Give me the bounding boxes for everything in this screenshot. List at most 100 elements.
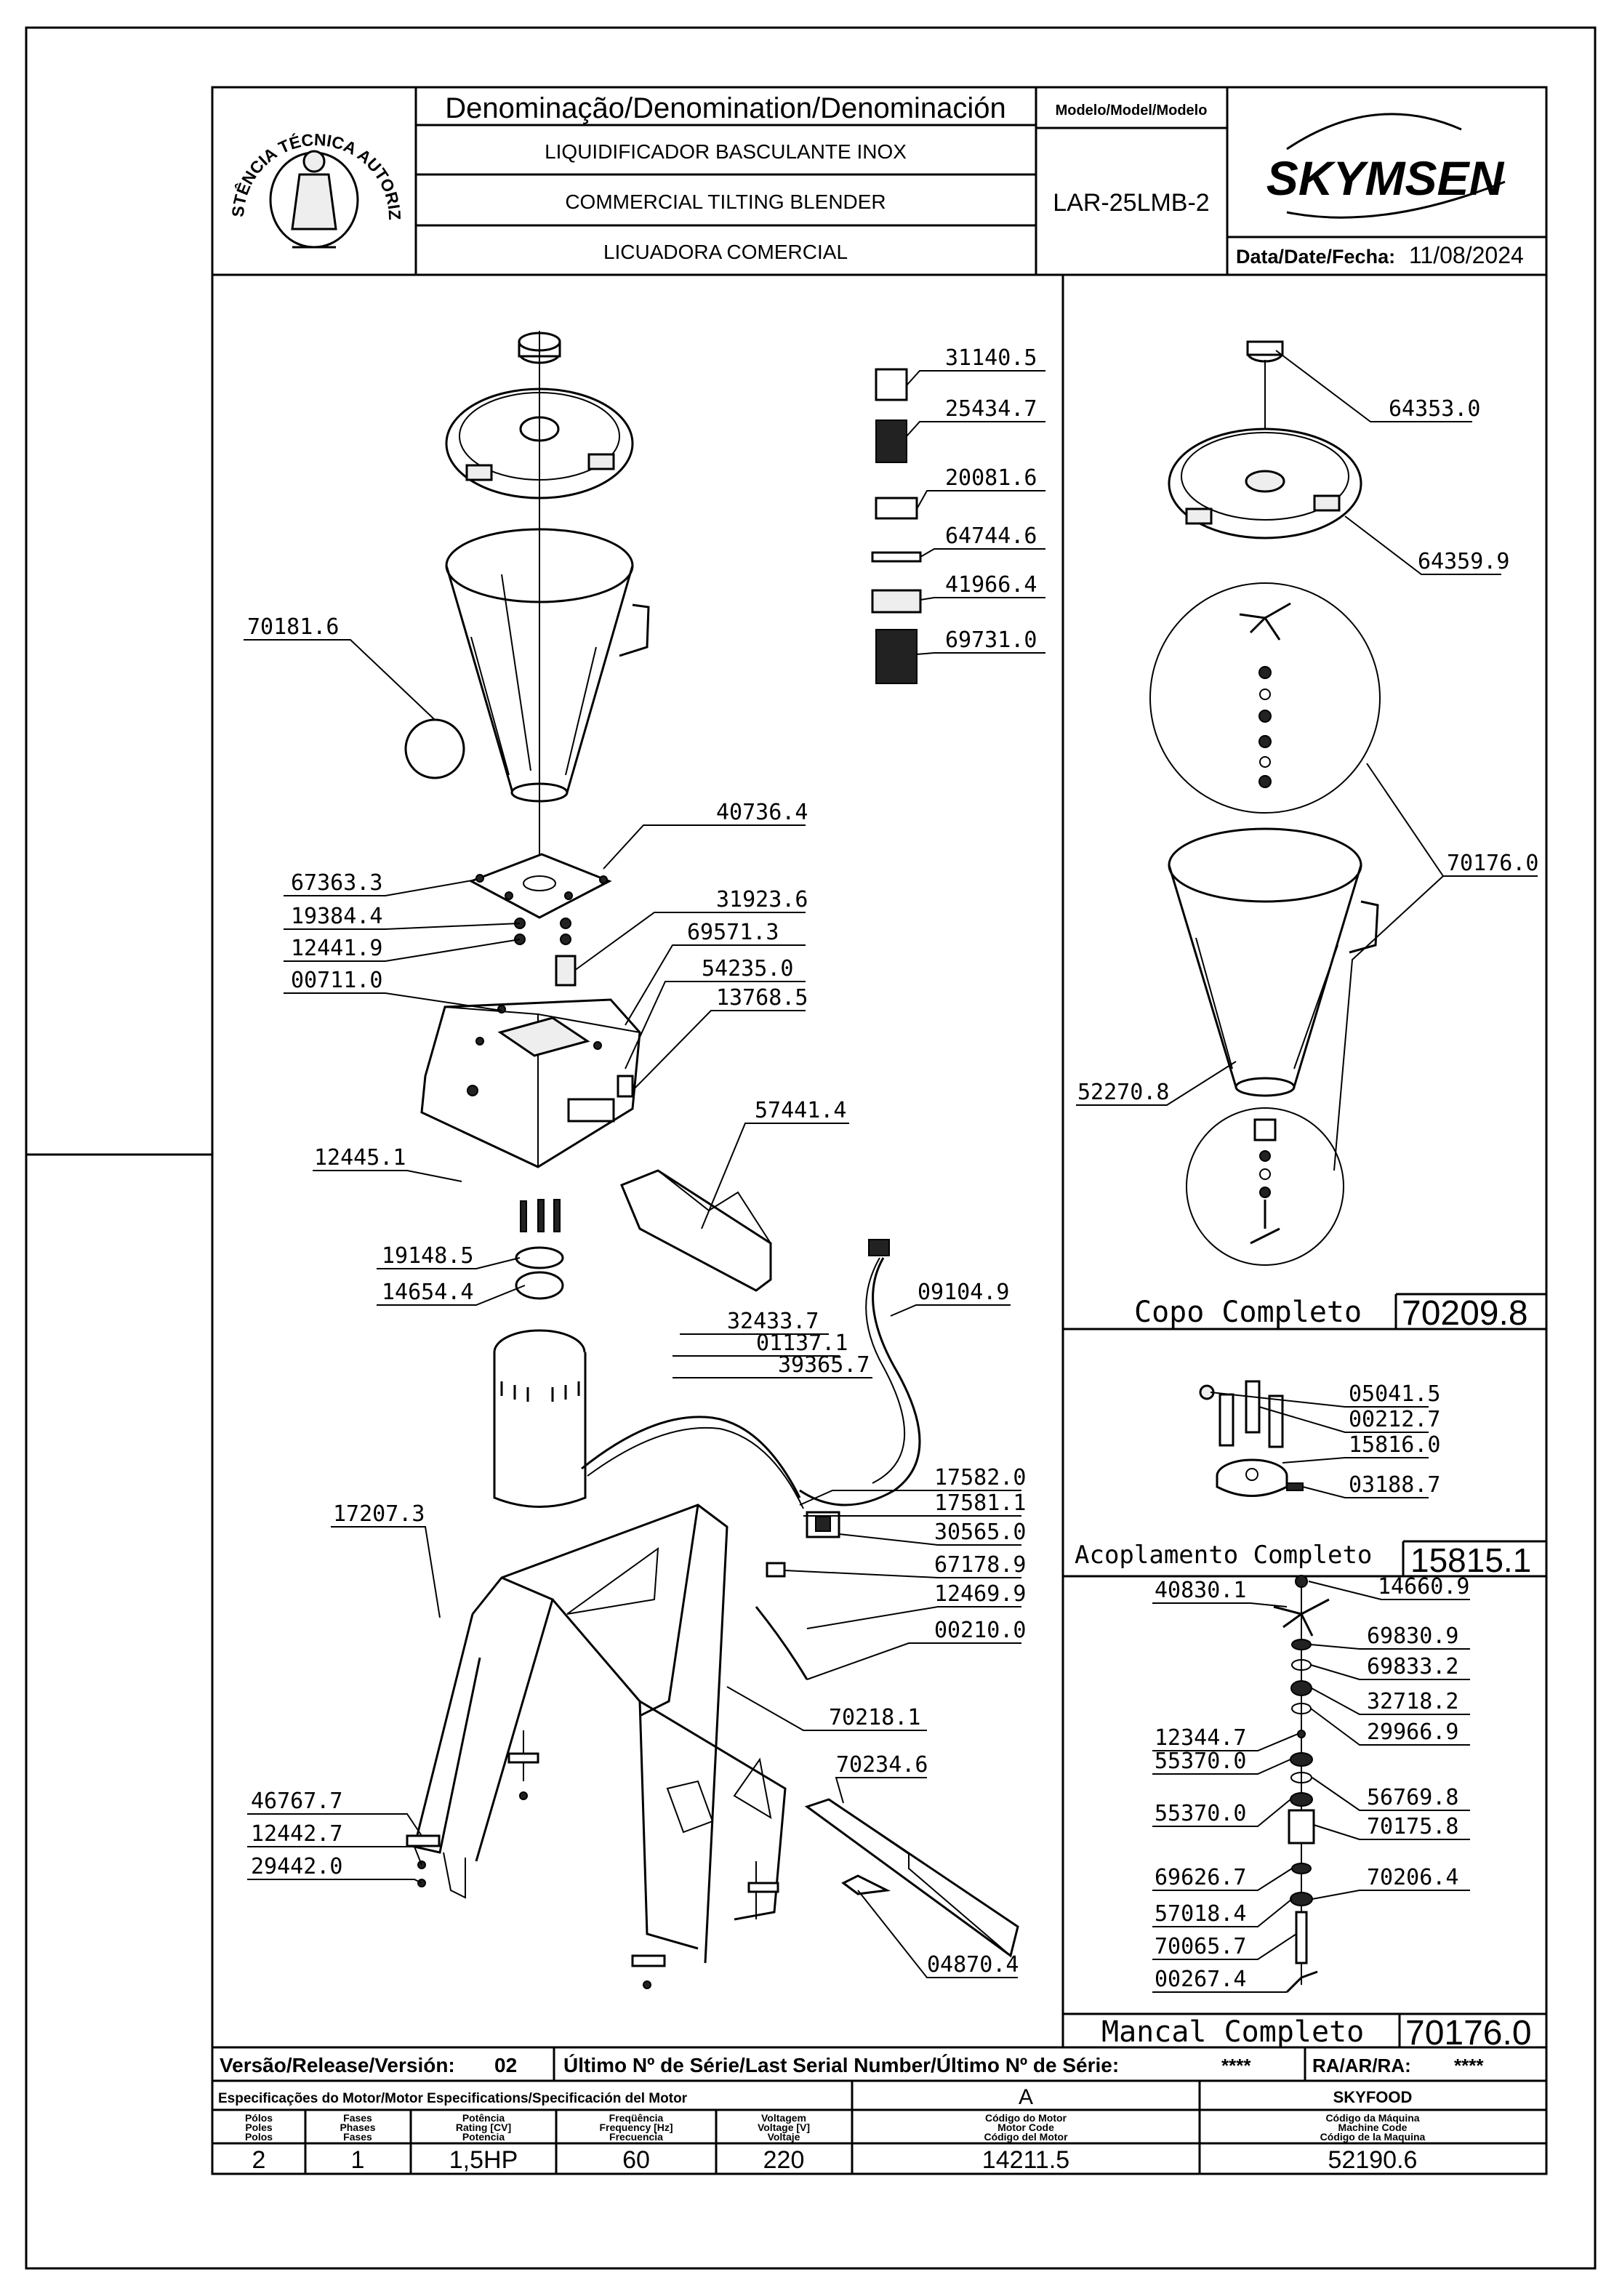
part-12445-1: 12445.1 xyxy=(314,1145,406,1171)
col-poles-pt: Pólos xyxy=(245,2112,273,2124)
support-rail xyxy=(804,1798,1019,1958)
part-25434-7: 25434.7 xyxy=(945,396,1037,422)
part-67178-9: 67178.9 xyxy=(934,1552,1026,1578)
outer-frame xyxy=(25,26,1597,2270)
machine-code-value: 52190.6 xyxy=(1328,2146,1418,2174)
service-seal-icon: ASSISTÊNCIA TÉCNICA AUTORIZADA xyxy=(0,0,404,249)
part-32718-2: 32718.2 xyxy=(1367,1689,1458,1714)
part-67363-3: 67363.3 xyxy=(291,870,382,896)
part-19384-4: 19384.4 xyxy=(291,904,382,929)
coupling-label: Acoplamento Completo xyxy=(1075,1541,1372,1570)
part-00212-7: 00212.7 xyxy=(1349,1407,1440,1432)
col-phases-pt: Fases xyxy=(343,2112,372,2124)
stickers xyxy=(871,368,922,684)
part-70234-6: 70234.6 xyxy=(836,1752,928,1778)
col-freq-en: Frequency [Hz] xyxy=(599,2122,673,2133)
motor-spec-label: Especificações do Motor/Motor Especifica… xyxy=(218,2091,688,2106)
part-19148-5: 19148.5 xyxy=(382,1243,473,1269)
part-12344-7: 12344.7 xyxy=(1155,1725,1246,1751)
part-00267-4: 00267.4 xyxy=(1155,1967,1246,1992)
fan-guard xyxy=(620,1169,772,1292)
version-value: 02 xyxy=(494,2054,517,2076)
col-poles-es: Polos xyxy=(245,2131,273,2143)
cup-assembly-title: Copo Completo 70209.8 xyxy=(1134,1293,1546,1333)
part-40736-4: 40736.4 xyxy=(716,800,808,825)
cup-code: 70209.8 xyxy=(1402,1294,1528,1333)
part-29442-0: 29442.0 xyxy=(251,1854,342,1879)
col-motor-en: Motor Code xyxy=(997,2122,1054,2133)
part-17207-3: 17207.3 xyxy=(333,1501,425,1527)
col-motor-pt: Código do Motor xyxy=(985,2112,1067,2124)
cup xyxy=(404,528,650,803)
part-69626-7: 69626.7 xyxy=(1155,1865,1246,1890)
part-69830-9: 69830.9 xyxy=(1367,1623,1458,1649)
part-12442-7: 12442.7 xyxy=(251,1821,342,1847)
poles-value: 2 xyxy=(252,2146,266,2174)
bearing-label: Mancal Completo xyxy=(1101,2015,1364,2049)
part-17582-0: 17582.0 xyxy=(934,1465,1026,1490)
part-15816-0: 15816.0 xyxy=(1349,1432,1440,1458)
part-12469-9: 12469.9 xyxy=(934,1581,1026,1607)
part-00210-0: 00210.0 xyxy=(934,1618,1026,1643)
base-detail-circle xyxy=(1186,1107,1344,1266)
power-cord xyxy=(581,1239,921,1680)
part-20081-6: 20081.6 xyxy=(945,465,1037,491)
inner-frame xyxy=(211,86,1548,2175)
name-pt: LIQUIDIFICADOR BASCULANTE INOX xyxy=(545,140,907,163)
cup-assembly-view xyxy=(1149,340,1381,1266)
part-69833-2: 69833.2 xyxy=(1367,1654,1458,1679)
part-04870-4: 04870.4 xyxy=(927,1952,1019,1978)
part-41966-4: 41966.4 xyxy=(945,572,1037,598)
part-30565-0: 30565.0 xyxy=(934,1520,1026,1545)
serial-label: Último Nº de Série/Last Serial Number/Úl… xyxy=(563,2054,1119,2076)
part-09104-9: 09104.9 xyxy=(918,1280,1009,1305)
part-14660-9: 14660.9 xyxy=(1378,1574,1469,1599)
col-motor-es: Código del Motor xyxy=(984,2131,1068,2143)
model-value: LAR-25LMB-2 xyxy=(1053,189,1209,217)
part-17581-1: 17581.1 xyxy=(934,1490,1026,1516)
part-12441-9: 12441.9 xyxy=(291,936,382,961)
detail-circle xyxy=(404,718,465,779)
part-31140-5: 31140.5 xyxy=(945,345,1037,371)
part-56769-8: 56769.8 xyxy=(1367,1785,1458,1810)
freq-value: 60 xyxy=(622,2146,650,2174)
col-phases-en: Phases xyxy=(340,2122,375,2133)
bearing-code: 70176.0 xyxy=(1405,2014,1532,2052)
part-29966-9: 29966.9 xyxy=(1367,1719,1458,1745)
part-70206-4: 70206.4 xyxy=(1367,1865,1458,1890)
serial-value: **** xyxy=(1221,2055,1251,2076)
col-machine-pt: Código da Máquina xyxy=(1325,2112,1419,2124)
col-machine-es: Código de la Maquina xyxy=(1320,2131,1426,2143)
col-freq-pt: Freqüência xyxy=(609,2112,664,2124)
part-55370-0-b: 55370.0 xyxy=(1155,1801,1246,1826)
coupling-code: 15815.1 xyxy=(1410,1541,1531,1579)
part-13768-5: 13768.5 xyxy=(716,985,808,1011)
part-03188-7: 03188.7 xyxy=(1349,1472,1440,1498)
col-power-en: Rating [CV] xyxy=(456,2122,511,2133)
part-69571-3: 69571.3 xyxy=(687,920,779,945)
mounting-plate xyxy=(468,853,612,945)
part-64359-9: 64359.9 xyxy=(1418,549,1509,574)
stand-frame xyxy=(406,1504,787,1989)
brand-name: SKYMSEN xyxy=(1266,151,1505,205)
motor-variant: A xyxy=(1019,2085,1033,2109)
part-00711-0: 00711.0 xyxy=(291,968,382,993)
col-phases-es: Fases xyxy=(343,2131,372,2143)
part-05041-5: 05041.5 xyxy=(1349,1381,1440,1407)
denomination-label: Denominação/Denomination/Denominación xyxy=(445,92,1006,124)
ra-value: **** xyxy=(1454,2055,1484,2076)
col-power-pt: Potência xyxy=(462,2112,505,2124)
seal-text: ASSISTÊNCIA TÉCNICA AUTORIZADA xyxy=(0,0,404,220)
maker: SKYFOOD xyxy=(1333,2088,1413,2106)
version-label: Versão/Release/Versión: xyxy=(220,2054,455,2076)
part-70218-1: 70218.1 xyxy=(829,1705,920,1730)
part-14654-4: 14654.4 xyxy=(382,1280,473,1305)
part-54235-0: 54235.0 xyxy=(702,956,793,982)
part-40830-1: 40830.1 xyxy=(1155,1578,1246,1603)
coupling-view xyxy=(1199,1380,1304,1497)
base-housing xyxy=(420,955,641,1168)
ra-label: RA/AR/RA: xyxy=(1312,2055,1411,2076)
bearing-assembly-title: Mancal Completo 70176.0 xyxy=(1063,2012,1546,2052)
volt-value: 220 xyxy=(763,2146,805,2174)
